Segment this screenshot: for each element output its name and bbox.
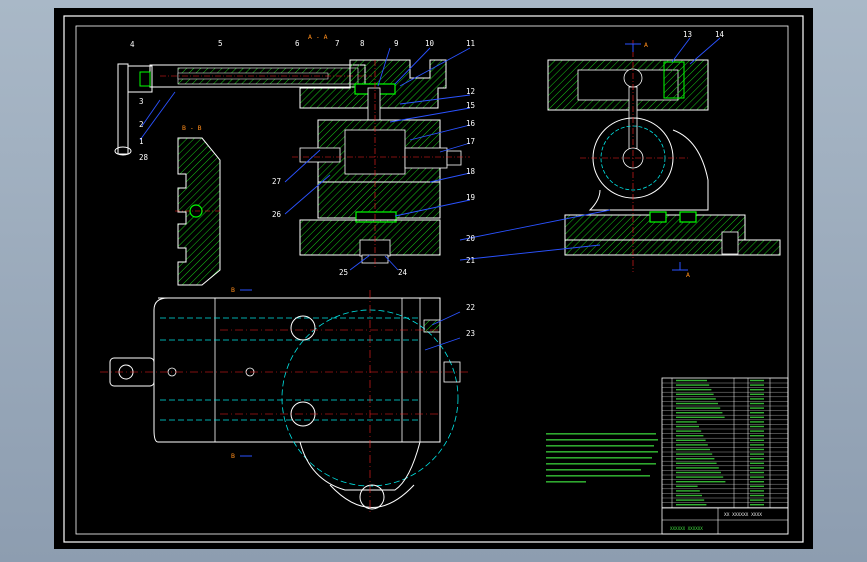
callout-27: 27 (272, 177, 281, 186)
label-section-bb: B - B (182, 124, 202, 132)
parts-list-table (661, 377, 789, 535)
drawing-canvas: A - A B - B A A B B 1 2 3 4 5 6 7 8 9 10… (63, 15, 804, 543)
callout-17: 17 (466, 137, 475, 146)
callout-20: 20 (466, 234, 476, 243)
callout-18: 18 (466, 167, 476, 176)
callout-16: 16 (466, 119, 476, 128)
label-cut-b-bottom: B (231, 452, 235, 460)
title-block-sub: XXXXXX XXXXXX (670, 526, 703, 531)
leader-lines (139, 37, 721, 351)
section-cut-marks (240, 43, 688, 457)
callout-13: 13 (683, 30, 692, 39)
callout-6: 6 (295, 39, 300, 48)
callout-8: 8 (360, 39, 365, 48)
callout-11: 11 (466, 39, 475, 48)
parts-list-rows (662, 379, 788, 508)
callout-24: 24 (398, 268, 408, 277)
drawing-sheet: A - A B - B A A B B 1 2 3 4 5 6 7 8 9 10… (54, 8, 813, 549)
side-view (547, 40, 781, 272)
section-a-a-view (114, 59, 470, 268)
callout-22: 22 (466, 303, 475, 312)
callout-2: 2 (139, 120, 144, 129)
callout-21: 21 (466, 256, 475, 265)
callout-5: 5 (218, 39, 223, 48)
label-cut-a-bottom: A (686, 271, 690, 279)
callout-23: 23 (466, 329, 475, 338)
callout-1: 1 (139, 137, 144, 146)
plan-view (100, 290, 470, 515)
title-block-name: XX XXXXXX XXXX (724, 512, 762, 518)
callout-7: 7 (335, 39, 340, 48)
callout-3: 3 (139, 97, 144, 106)
callout-4: 4 (130, 40, 135, 49)
callout-28: 28 (139, 153, 149, 162)
callout-14: 14 (715, 30, 725, 39)
label-section-aa: A - A (308, 33, 328, 41)
callout-15: 15 (466, 101, 475, 110)
callout-26: 26 (272, 210, 282, 219)
section-b-b-view (175, 137, 222, 286)
callout-19: 19 (466, 193, 475, 202)
label-cut-b-top: B (231, 286, 235, 294)
callout-9: 9 (394, 39, 399, 48)
outer-frame (63, 15, 804, 543)
callout-10: 10 (425, 39, 435, 48)
label-cut-a-top: A (644, 41, 648, 49)
callout-12: 12 (466, 87, 475, 96)
technical-notes (546, 433, 658, 483)
callout-25: 25 (339, 268, 348, 277)
inner-frame (75, 25, 789, 535)
